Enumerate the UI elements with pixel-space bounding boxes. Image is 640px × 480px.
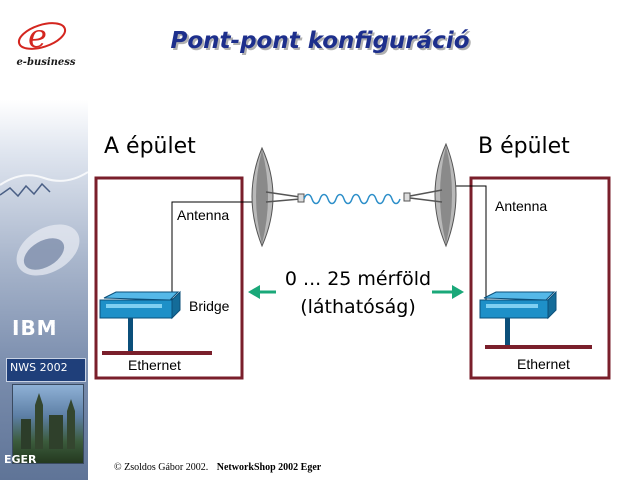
event-badge-label: NWS 2002 [10, 361, 68, 374]
distance-arrow-right-icon [432, 285, 464, 299]
dish-antenna-b-icon [403, 142, 457, 248]
visibility-label: (láthatóság) [300, 296, 416, 318]
footer-copyright: © Zsoldos Gábor 2002. [114, 462, 209, 473]
ibm-logo: IBM [12, 316, 58, 340]
antenna-b-label: Antenna [495, 198, 548, 214]
e-logo-icon: e [17, 17, 67, 55]
dish-antenna-a-icon [251, 146, 305, 248]
radio-signal-wave [303, 193, 401, 205]
distance-arrow-left-icon [248, 285, 276, 299]
ethernet-a-segment [102, 351, 212, 355]
building-a-title: A épület [104, 134, 196, 159]
logo-letter: e [28, 17, 47, 55]
sidebar-illustration [0, 171, 88, 276]
town-photo [12, 384, 84, 464]
ethernet-b-label: Ethernet [517, 356, 570, 372]
ebusiness-logo: e [14, 14, 84, 74]
antenna-a-label: Antenna [177, 207, 230, 223]
antenna-a-cable [171, 201, 258, 300]
bridge-a-icon [99, 290, 181, 354]
building-b-title: B épület [478, 134, 570, 159]
footer: © Zsoldos Gábor 2002. NetworkShop 2002 E… [114, 462, 321, 473]
event-badge [6, 358, 86, 382]
antenna-b-cable [451, 185, 487, 300]
town-silhouette-icon [21, 393, 75, 449]
distance-label: 0 ... 25 mérföld [284, 268, 432, 290]
town-label: EGER [4, 453, 37, 466]
slide-title: Pont-pont konfiguráció [170, 28, 470, 54]
bridge-b-icon [479, 290, 557, 348]
ethernet-a-label: Ethernet [128, 357, 181, 373]
brand-tagline: e-business [16, 57, 76, 68]
building-b-box [469, 176, 611, 380]
bridge-label: Bridge [189, 298, 230, 314]
building-a-box [94, 176, 244, 380]
ethernet-b-segment [485, 345, 592, 349]
footer-event: NetworkShop 2002 Eger [216, 462, 322, 473]
